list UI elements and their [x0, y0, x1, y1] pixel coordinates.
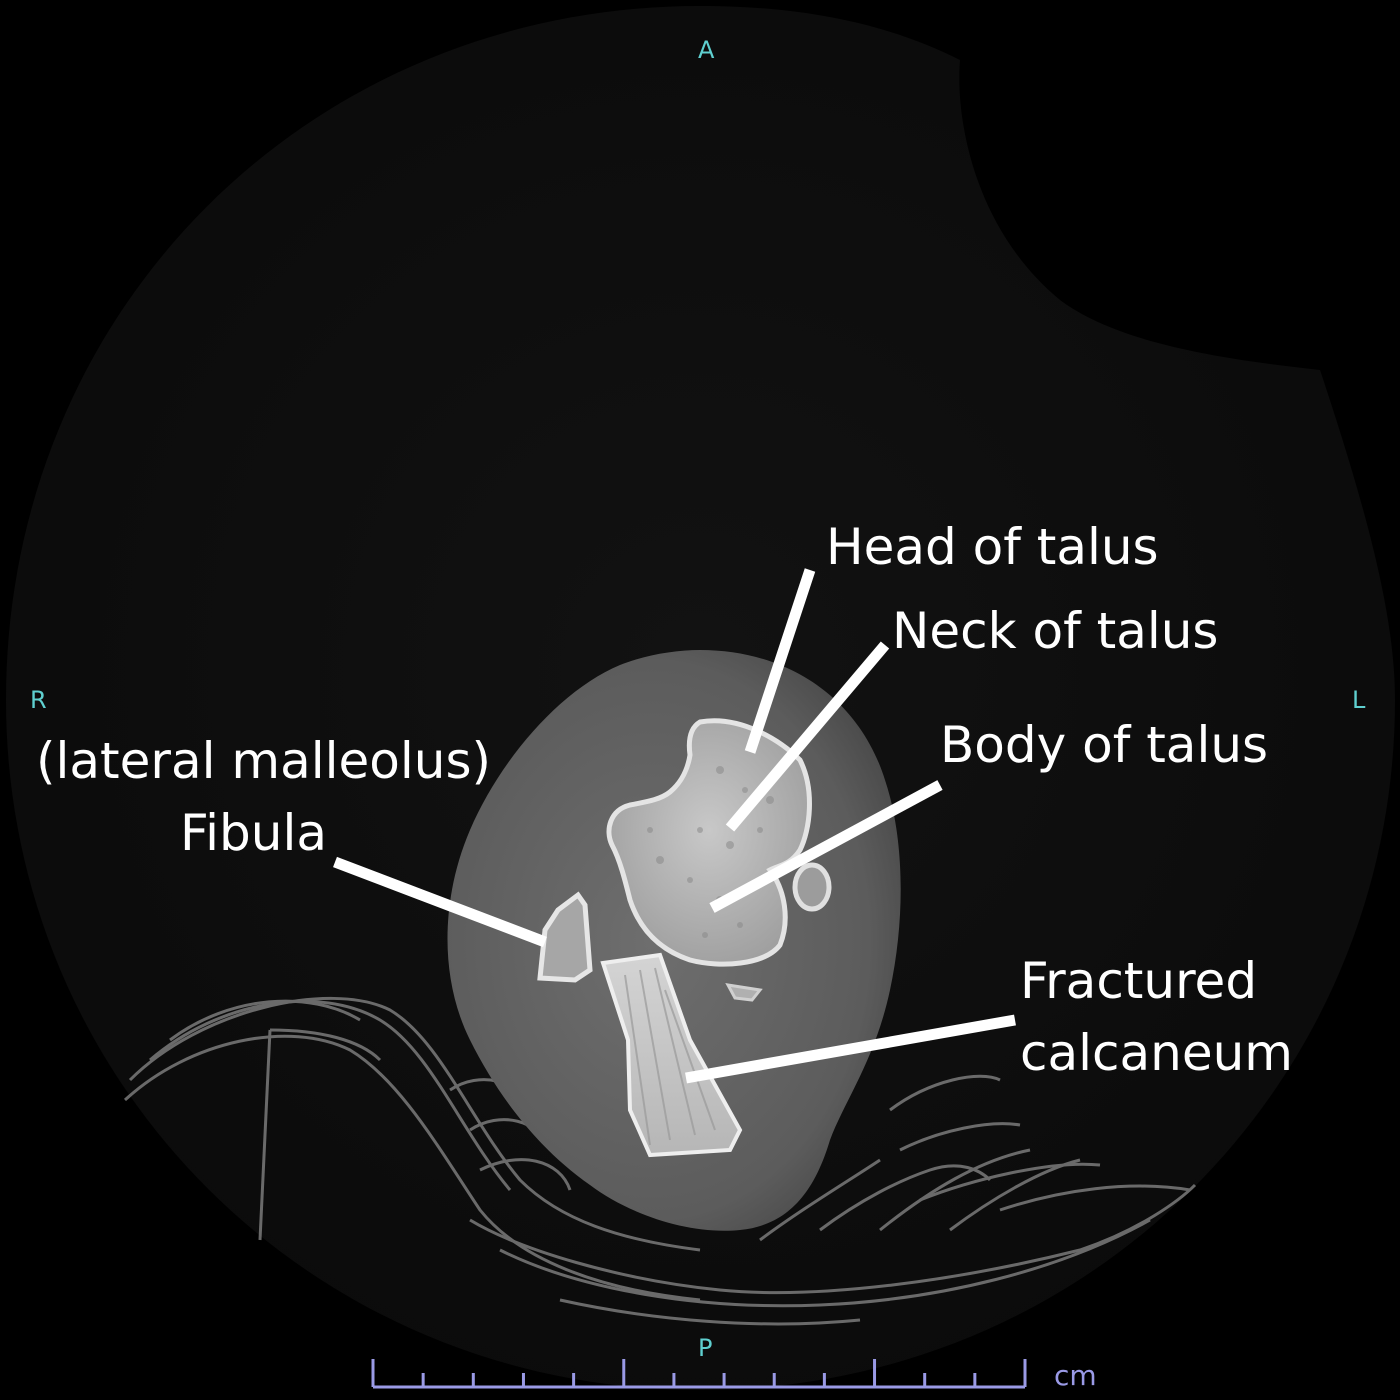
label-neck-of-talus: Neck of talus [892, 602, 1219, 660]
label-fibula: Fibula [180, 804, 327, 862]
orientation-anterior: A [698, 36, 715, 64]
label-body-of-talus: Body of talus [940, 716, 1269, 774]
scale-bar-unit: cm [1054, 1359, 1097, 1392]
label-calcaneum-line1: Fractured [1020, 952, 1258, 1010]
orientation-right: R [30, 686, 47, 714]
label-head-of-talus: Head of talus [826, 518, 1159, 576]
label-calcaneum-line2: calcaneum [1020, 1024, 1293, 1082]
orientation-left: L [1352, 686, 1366, 714]
bone-fragment [725, 983, 763, 1002]
label-fibula-sublabel: (lateral malleolus) [36, 732, 492, 790]
orientation-posterior: P [698, 1334, 713, 1362]
